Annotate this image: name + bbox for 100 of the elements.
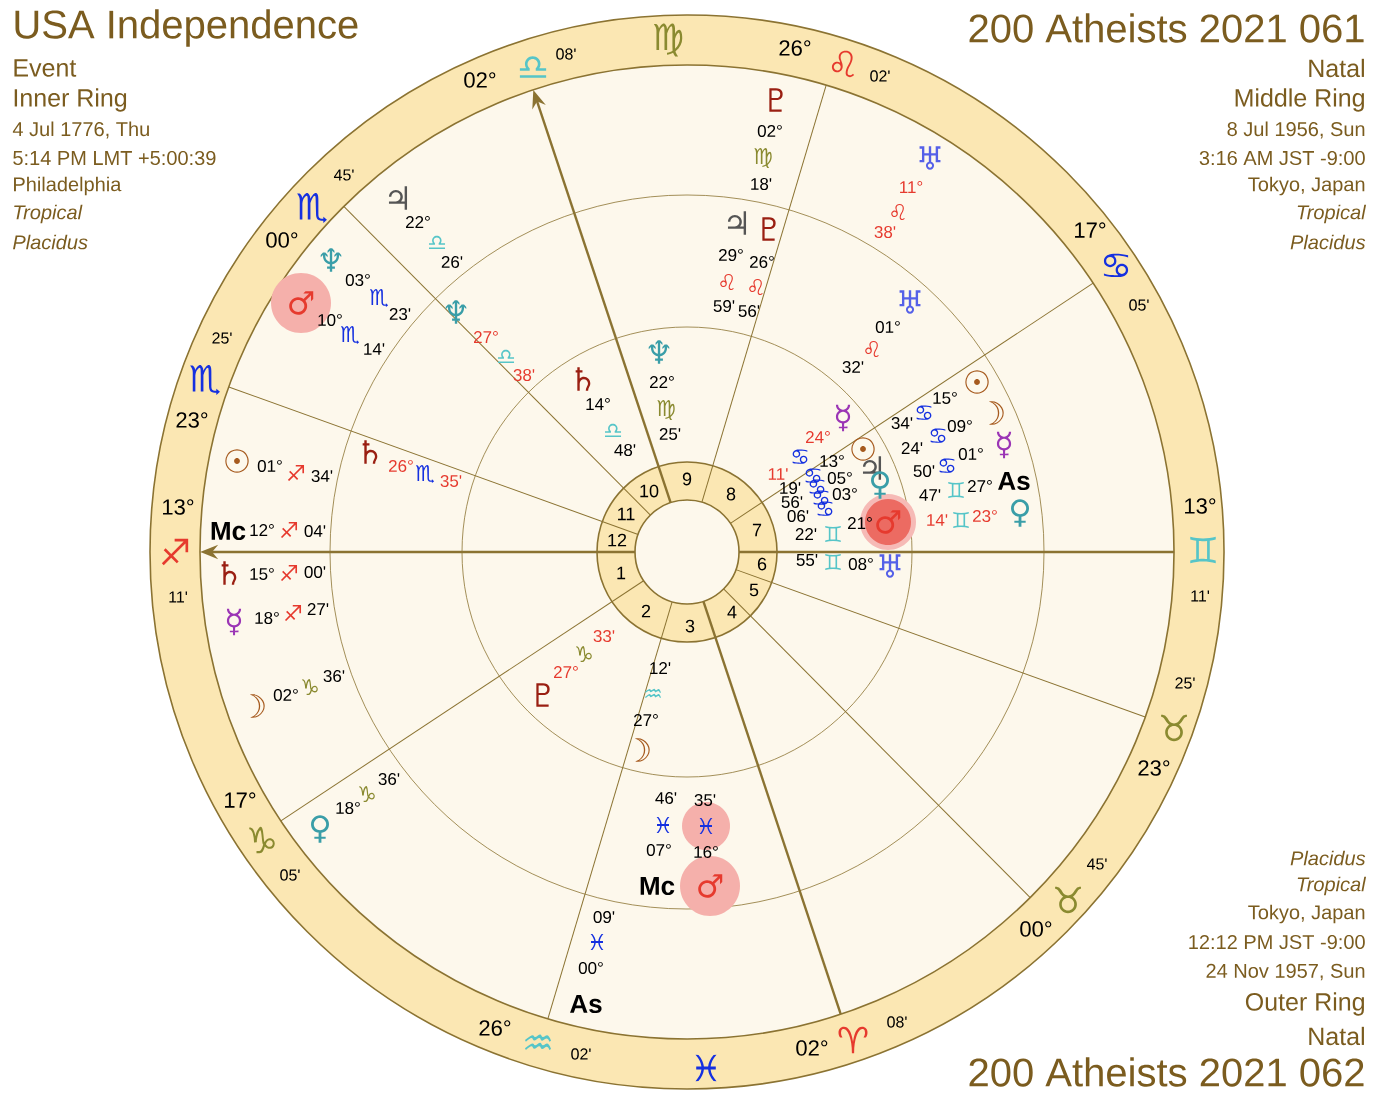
chart-subtitle: Inner Ring	[14, 88, 127, 112]
zodiac-glyph: ♎	[519, 56, 547, 78]
sign-glyph: ♋	[930, 428, 946, 443]
position-label: 11'	[768, 468, 788, 480]
position-label: 12'	[650, 662, 671, 674]
house-number: 4	[727, 605, 737, 619]
position-label: 26°	[750, 256, 774, 268]
chart-info: Tokyo, Japan	[1248, 904, 1365, 924]
sign-glyph: ♍	[657, 400, 675, 420]
house-number: 10	[640, 484, 659, 498]
sign-glyph: ♓	[699, 818, 713, 835]
position-label: 14'	[927, 514, 948, 526]
position-label: 22°	[650, 376, 674, 388]
planet-glyph: ♆	[648, 340, 670, 364]
sign-glyph: ♐	[280, 565, 298, 582]
planet-glyph: ☽	[250, 694, 265, 718]
sign-degree: 13°	[1185, 498, 1216, 514]
sign-glyph: ♑	[359, 786, 375, 803]
sign-glyph: ♐	[287, 465, 305, 482]
position-label: 34'	[311, 470, 333, 482]
sign-degree: 17°	[225, 792, 256, 808]
position-label: 02°	[273, 689, 298, 701]
sign-degree: 02°	[464, 72, 496, 88]
sign-degree: 02°	[796, 1040, 828, 1056]
position-label: 29°	[719, 249, 743, 261]
house-number: 7	[752, 523, 762, 537]
sign-glyph: ♎	[429, 235, 446, 249]
chart-info: 24 Nov 1957, Sun	[1206, 963, 1365, 981]
chart-subtitle: Natal	[1309, 1026, 1364, 1046]
planet-glyph: ☿	[996, 431, 1012, 459]
sign-minute: 05'	[1129, 299, 1149, 311]
position-label: 38'	[874, 226, 896, 238]
sign-glyph: ♐	[284, 605, 301, 622]
sign-glyph: ♌	[865, 341, 879, 358]
position-label: 27°	[634, 714, 658, 726]
position-label: 00°	[578, 962, 603, 974]
position-label: 05°	[827, 472, 852, 484]
position-label: 15°	[933, 392, 957, 404]
chart-info: Tropical	[1297, 204, 1367, 224]
chart-info: 5:14 PM LMT +5:00:39	[13, 150, 216, 166]
sign-glyph: ♊	[825, 553, 841, 571]
angle-label: As	[998, 471, 1030, 491]
position-label: 22°	[406, 216, 430, 228]
sign-glyph: ♓	[656, 817, 670, 834]
chart-title: 200 Atheists 2021 061	[969, 13, 1364, 43]
position-label: 26°	[389, 460, 413, 472]
chart-info: Placidus	[1290, 850, 1366, 866]
chart-info: Placidus	[1290, 234, 1366, 250]
planet-glyph: ♂	[698, 874, 723, 898]
planet-glyph: ☽	[989, 401, 1004, 425]
sign-glyph: ♎	[605, 423, 622, 438]
zodiac-glyph: ♊	[1190, 536, 1216, 564]
planet-glyph: ♄	[362, 440, 378, 464]
house-number: 1	[617, 566, 626, 580]
sign-minute: 45'	[1086, 858, 1107, 870]
planet-glyph: ☽	[635, 738, 650, 762]
sign-glyph: ♊	[825, 525, 841, 543]
sign-glyph: ♋	[916, 405, 932, 420]
position-label: 14'	[364, 343, 385, 355]
chart-info: 3:16 AM JST -9:00	[1199, 150, 1365, 166]
planet-glyph: ♅	[899, 290, 921, 314]
sign-glyph: ♏	[340, 325, 360, 345]
sign-glyph: ♑	[576, 646, 592, 663]
planet-glyph: ♃	[727, 211, 747, 235]
position-label: 33'	[593, 630, 615, 642]
chart-subtitle: Middle Ring	[1235, 88, 1364, 112]
chart-info: 4 Jul 1776, Thu	[12, 121, 149, 139]
position-label: 55'	[796, 554, 818, 566]
sign-degree: 26°	[479, 1020, 511, 1036]
position-label: 09°	[947, 420, 972, 432]
position-label: 46'	[655, 792, 677, 804]
planet-glyph: ♄	[575, 367, 591, 391]
zodiac-glyph: ♏	[297, 193, 327, 223]
angle-label: As	[570, 994, 602, 1014]
position-label: 01°	[958, 448, 983, 460]
position-label: 19'	[780, 482, 801, 494]
position-label: 11°	[900, 181, 923, 193]
chart-title: USA Independence	[15, 9, 358, 47]
position-label: 18'	[751, 178, 772, 190]
position-label: 26'	[441, 256, 463, 268]
house-number: 6	[757, 557, 767, 571]
position-label: 47'	[919, 489, 941, 501]
position-label: 03°	[832, 488, 857, 500]
position-label: 24'	[901, 442, 923, 454]
position-label: 18°	[255, 612, 279, 624]
position-label: 56'	[781, 496, 803, 508]
sign-glyph: ♊	[953, 511, 969, 529]
position-label: 16°	[694, 846, 718, 858]
position-label: 09'	[593, 911, 615, 923]
position-label: 48'	[614, 444, 636, 456]
zodiac-glyph: ♐	[161, 538, 189, 566]
chart-info: Tropical	[1297, 876, 1367, 896]
position-label: 38'	[513, 369, 535, 381]
sign-minute: 25'	[1175, 677, 1195, 689]
position-label: 27'	[307, 603, 329, 615]
zodiac-glyph: ♒	[525, 1034, 552, 1050]
sign-glyph: ♊	[948, 481, 964, 499]
position-label: 03°	[345, 274, 370, 286]
sign-glyph: ♎	[498, 349, 515, 364]
sign-glyph: ♌	[749, 279, 763, 296]
